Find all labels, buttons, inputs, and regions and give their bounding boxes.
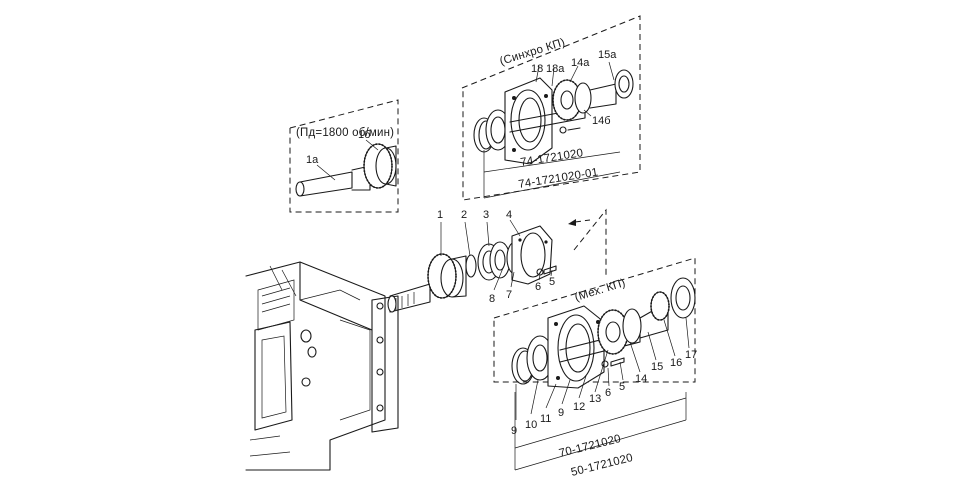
callout-10: 10	[525, 419, 537, 431]
inset-shaft-1a	[289, 99, 399, 213]
callout-3: 3	[483, 209, 489, 221]
caption-pd: (Пд=1800 об/мин)	[296, 127, 394, 139]
shaft-assembly	[387, 208, 607, 313]
callout-15: 15	[651, 361, 663, 373]
code-74-01: 74-1721020-01	[518, 166, 600, 190]
callout-7: 7	[506, 289, 512, 301]
callout-1: 1	[437, 209, 443, 221]
callout-16: 16	[670, 357, 682, 369]
callout-14: 14	[635, 373, 647, 385]
callout-13: 13	[589, 393, 601, 405]
inset-synchro-gearbox	[461, 15, 641, 201]
gearbox-housing	[245, 261, 399, 471]
callout-5-lower: 5	[619, 381, 625, 393]
inset-mechanical-gearbox	[493, 257, 696, 471]
callout-9-left: 9	[511, 425, 517, 437]
callout-17: 17	[685, 349, 697, 361]
callout-18: 18	[531, 63, 543, 75]
callout-18a: 18а	[546, 63, 565, 75]
callout-14b: 14б	[592, 115, 611, 127]
caption-mechanical: (Мех. КП)	[573, 277, 627, 304]
callout-12: 12	[573, 401, 585, 413]
code-50: 50-1721020	[570, 452, 634, 479]
callout-2: 2	[461, 209, 467, 221]
callout-6: 6	[535, 281, 541, 293]
callout-1b: 1б	[358, 129, 370, 141]
callout-9-right: 9	[558, 407, 564, 419]
callout-6-lower: 6	[605, 387, 611, 399]
callout-4: 4	[506, 209, 512, 221]
callout-11: 11	[540, 413, 551, 425]
callout-15a: 15а	[598, 49, 617, 61]
callout-14a: 14а	[571, 57, 590, 69]
callout-5: 5	[549, 276, 555, 288]
callout-1a: 1а	[306, 154, 319, 166]
callout-8: 8	[489, 293, 495, 305]
